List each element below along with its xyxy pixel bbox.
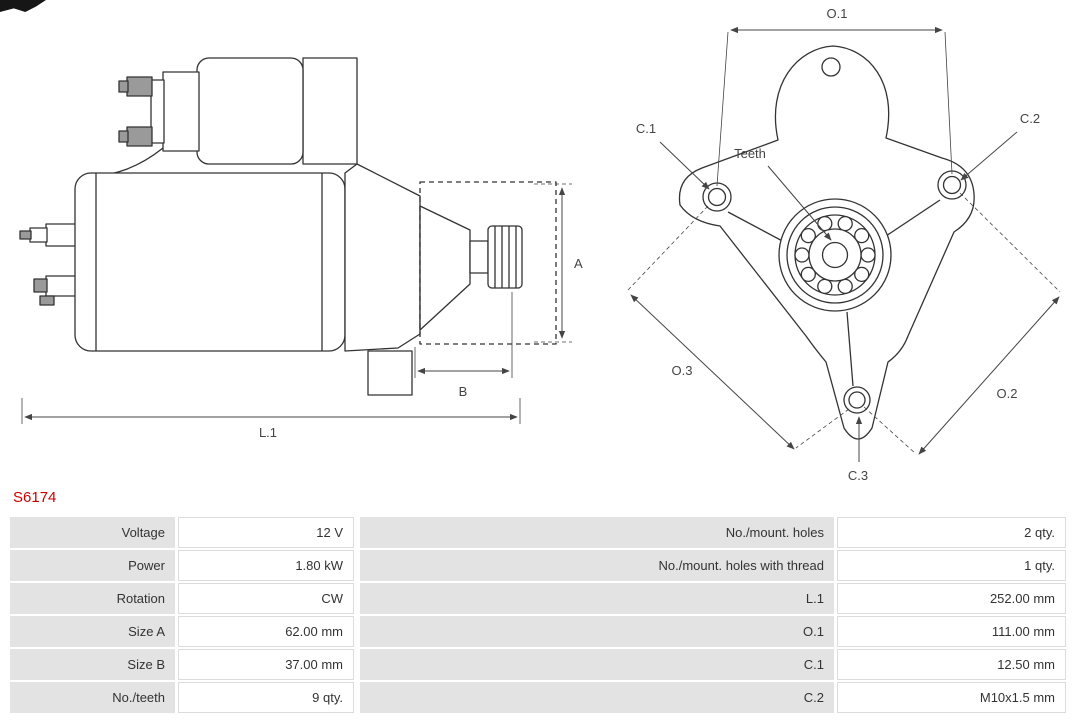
pinion-gear-front (778, 198, 892, 312)
spec-label-cell: No./mount. holes (360, 517, 834, 548)
dimension-c2: C.2 (960, 111, 1040, 181)
spec-value-cell: 2 qty. (837, 517, 1066, 548)
spec-value-cell: CW (178, 583, 354, 614)
spec-label-cell: C.2 (360, 682, 834, 713)
part-number: S6174 (13, 489, 57, 506)
spec-value-cell: M10x1.5 mm (837, 682, 1066, 713)
spec-table-left: Voltage 12 V Power 1.80 kW Rotation CW S… (10, 517, 354, 713)
spec-tables: Voltage 12 V Power 1.80 kW Rotation CW S… (10, 517, 1066, 713)
dim-c2-label: C.2 (1020, 111, 1040, 126)
spec-label-cell: No./teeth (10, 682, 175, 713)
spec-label-cell: Size B (10, 649, 175, 680)
spec-value-cell: 252.00 mm (837, 583, 1066, 614)
dimension-c3: C.3 (848, 416, 868, 483)
teeth-label: Teeth (734, 146, 766, 161)
dimension-c1: C.1 (636, 121, 710, 190)
dimension-l1: L.1 (21, 398, 521, 440)
spec-label-cell: C.1 (360, 649, 834, 680)
dim-o3-label: O.3 (672, 363, 693, 378)
mounting-holes (702, 57, 967, 414)
dim-o2-label: O.2 (997, 386, 1018, 401)
spec-value-cell: 111.00 mm (837, 616, 1066, 647)
motor-body (19, 172, 346, 352)
spec-value-cell: 1.80 kW (178, 550, 354, 581)
dimension-o1: O.1 (716, 6, 953, 187)
dim-c1-label: C.1 (636, 121, 656, 136)
spec-value-cell: 37.00 mm (178, 649, 354, 680)
starter-front-view-diagram: O.1 C.1 C.2 Teeth O.3 (627, 6, 1061, 483)
dim-b-label: B (459, 384, 468, 399)
drive-envelope-dashed-box (419, 181, 557, 345)
dim-l1-label: L.1 (259, 425, 277, 440)
spec-label-cell: No./mount. holes with thread (360, 550, 834, 581)
spec-label-cell: O.1 (360, 616, 834, 647)
spec-label-cell: Voltage (10, 517, 175, 548)
drive-housing (344, 163, 523, 396)
spec-label-cell: Rotation (10, 583, 175, 614)
spec-label-cell: L.1 (360, 583, 834, 614)
dim-o1-label: O.1 (827, 6, 848, 21)
dimension-teeth: Teeth (734, 146, 832, 241)
dimension-b: B (414, 292, 513, 399)
dimension-o2: O.2 (863, 192, 1061, 455)
dimension-a: A (534, 183, 583, 343)
spec-label-cell: Size A (10, 616, 175, 647)
spec-label-cell: Power (10, 550, 175, 581)
dimension-o3: O.3 (627, 205, 850, 450)
solenoid (95, 57, 358, 176)
dim-c3-label: C.3 (848, 468, 868, 483)
starter-side-view-diagram: A B L.1 (19, 57, 583, 440)
spec-table-right: No./mount. holes 2 qty. No./mount. holes… (360, 517, 1066, 713)
spec-value-cell: 1 qty. (837, 550, 1066, 581)
spec-value-cell: 12.50 mm (837, 649, 1066, 680)
dim-a-label: A (574, 256, 583, 271)
spec-value-cell: 62.00 mm (178, 616, 354, 647)
spec-value-cell: 9 qty. (178, 682, 354, 713)
spec-value-cell: 12 V (178, 517, 354, 548)
